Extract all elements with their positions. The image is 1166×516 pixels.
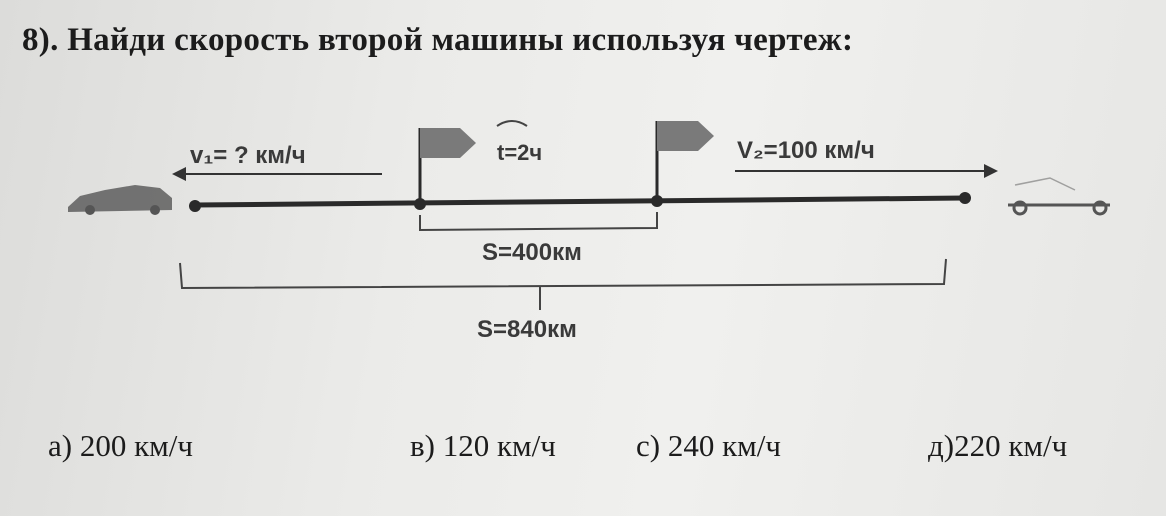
- task-title: 8). Найди скорость второй машины использ…: [22, 22, 854, 58]
- answer-b[interactable]: в) 120 км/ч: [410, 428, 556, 463]
- v1-label: v₁= ? км/ч: [190, 142, 306, 169]
- answer-d[interactable]: д)220 км/ч: [928, 428, 1068, 463]
- time-label: t=2ч: [497, 140, 542, 165]
- arc-mark: [496, 120, 528, 127]
- inner-bracket: [419, 212, 658, 232]
- answer-a[interactable]: а) 200 км/ч: [48, 428, 193, 463]
- car-right-icon: [1008, 177, 1110, 216]
- flag-icon: [418, 128, 476, 204]
- inner-distance-label: S=400км: [482, 239, 582, 266]
- v2-arrow: [735, 164, 998, 178]
- flag-icon: [655, 121, 714, 201]
- answer-c[interactable]: с) 240 км/ч: [636, 428, 781, 463]
- car-left-icon: [68, 185, 172, 215]
- end-point: [959, 192, 971, 204]
- total-bracket: [179, 258, 947, 310]
- v1-arrow: [172, 167, 382, 181]
- road-line: [194, 195, 966, 208]
- v2-label: V₂=100 км/ч: [737, 137, 875, 164]
- total-distance-label: S=840км: [477, 316, 577, 343]
- start-point: [189, 200, 201, 212]
